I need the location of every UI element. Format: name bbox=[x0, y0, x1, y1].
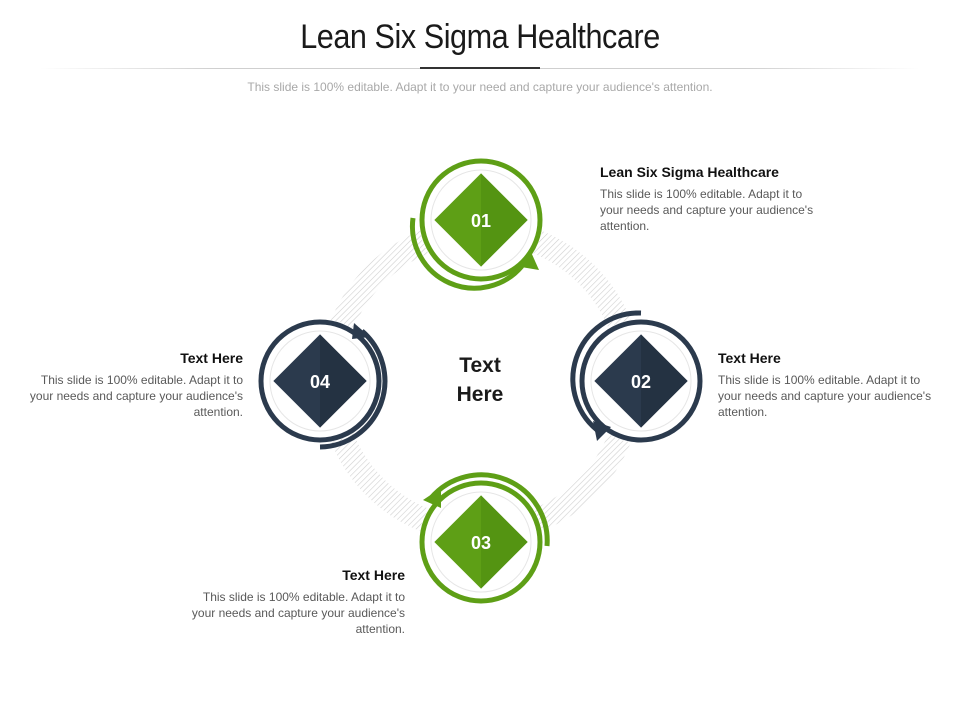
step-04-node: 04 bbox=[258, 319, 388, 450]
step-01-heading: Lean Six Sigma Healthcare bbox=[600, 164, 779, 180]
slide-title: Lean Six Sigma Healthcare bbox=[300, 18, 660, 56]
step-03-ring bbox=[419, 480, 543, 604]
step-02-ring bbox=[579, 319, 703, 443]
step-03-arrowhead bbox=[423, 488, 441, 508]
step-02-text-block: Text Here This slide is 100% editable. A… bbox=[718, 350, 933, 420]
step-03-cycle-arrow bbox=[429, 472, 550, 547]
step-04-number: 04 bbox=[310, 372, 330, 392]
step-02-arrowhead bbox=[593, 421, 611, 441]
step-04-text-block: Text Here This slide is 100% editable. A… bbox=[28, 350, 243, 420]
step-01-ring bbox=[419, 158, 543, 282]
slide-subtitle: This slide is 100% editable. Adapt it to… bbox=[247, 80, 713, 94]
step-03-number: 03 bbox=[471, 533, 491, 553]
step-04-arrowhead bbox=[352, 323, 370, 339]
center-label-line2: Here bbox=[456, 383, 504, 406]
step-02-cycle-arrow bbox=[570, 310, 642, 436]
step-04-body: This slide is 100% editable. Adapt it to… bbox=[29, 373, 243, 419]
step-03-node: 03 bbox=[419, 472, 550, 604]
step-02-node: 02 bbox=[570, 310, 703, 443]
step-03-text-block: Text Here This slide is 100% editable. A… bbox=[190, 567, 405, 637]
step-04-ring bbox=[258, 319, 382, 443]
title-divider-accent bbox=[420, 67, 540, 69]
step-04-cycle-arrow bbox=[319, 329, 388, 450]
center-label-line1: Text bbox=[459, 354, 501, 377]
step-01-body: This slide is 100% editable. Adapt it to… bbox=[600, 187, 814, 233]
step-02-heading: Text Here bbox=[718, 350, 781, 366]
step-03-heading: Text Here bbox=[342, 567, 405, 583]
step-01-text-block: Lean Six Sigma Healthcare This slide is … bbox=[600, 164, 815, 234]
center-label: Text Here bbox=[430, 351, 530, 409]
step-04-heading: Text Here bbox=[180, 350, 243, 366]
step-03-body: This slide is 100% editable. Adapt it to… bbox=[191, 590, 405, 636]
step-01-arrowhead bbox=[521, 252, 539, 270]
step-02-body: This slide is 100% editable. Adapt it to… bbox=[718, 373, 932, 419]
step-02-number: 02 bbox=[631, 372, 651, 392]
step-01-node: 01 bbox=[409, 158, 543, 291]
step-01-cycle-arrow bbox=[409, 217, 524, 291]
step-01-number: 01 bbox=[471, 211, 491, 231]
